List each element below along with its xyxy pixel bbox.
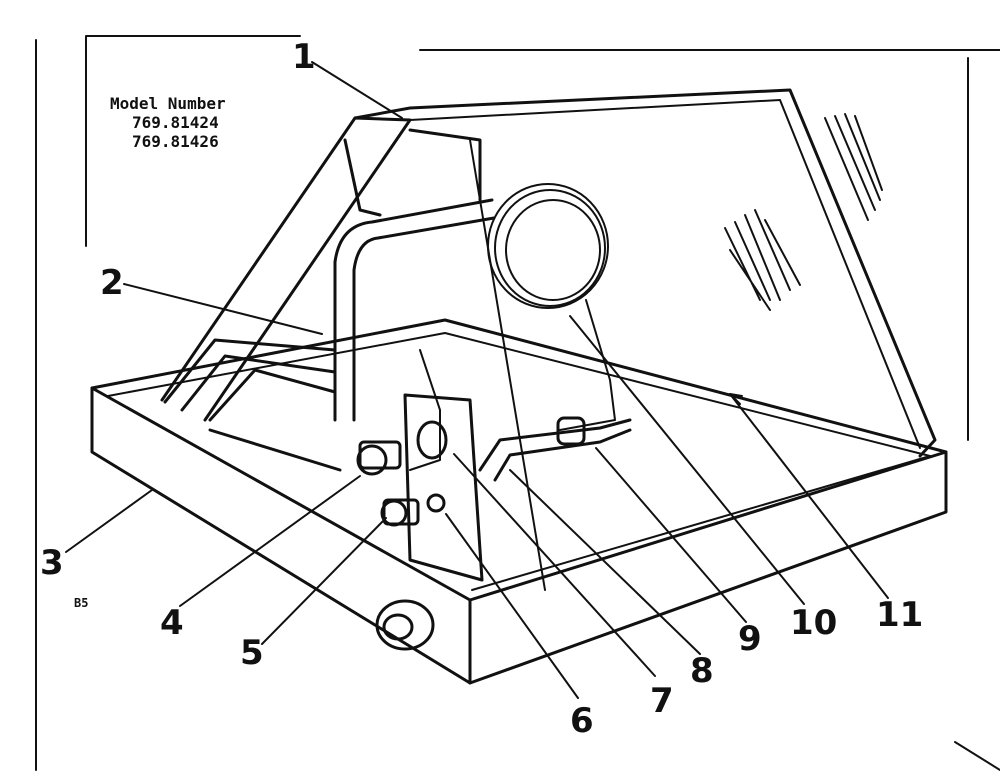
callout-2: 2 bbox=[100, 263, 124, 303]
callout-1: 1 bbox=[292, 37, 316, 77]
liquid-line bbox=[478, 416, 632, 482]
callout-3: 3 bbox=[40, 543, 64, 583]
header-panel bbox=[403, 393, 484, 582]
callout-10: 10 bbox=[790, 603, 838, 643]
model-number-1: 769.81424 bbox=[132, 113, 219, 132]
callout-7: 7 bbox=[650, 681, 674, 721]
model-number-2: 769.81426 bbox=[132, 132, 219, 151]
callout-4: 4 bbox=[160, 603, 184, 643]
distributor-pipes bbox=[163, 138, 382, 472]
callout-9: 9 bbox=[738, 619, 762, 659]
model-number-label: Model Number 769.81424 769.81426 bbox=[110, 94, 290, 151]
callout-6: 6 bbox=[570, 701, 594, 741]
callout-8: 8 bbox=[690, 651, 714, 691]
suction-valve bbox=[356, 420, 448, 476]
liquid-valve bbox=[380, 493, 446, 527]
drain-fitting bbox=[375, 599, 435, 651]
callout-11: 11 bbox=[876, 595, 924, 635]
diagram-code: B5 bbox=[74, 596, 89, 610]
callout-5: 5 bbox=[240, 633, 264, 673]
frame-top-left bbox=[85, 35, 301, 247]
capillary-coil bbox=[487, 183, 616, 431]
coil-frame bbox=[160, 88, 937, 591]
suction-tube bbox=[333, 198, 496, 422]
model-number-title: Model Number bbox=[110, 94, 226, 113]
frame-corner-bottom-right bbox=[954, 741, 1000, 771]
coil-fins bbox=[724, 113, 883, 311]
leader-lines bbox=[65, 61, 889, 699]
